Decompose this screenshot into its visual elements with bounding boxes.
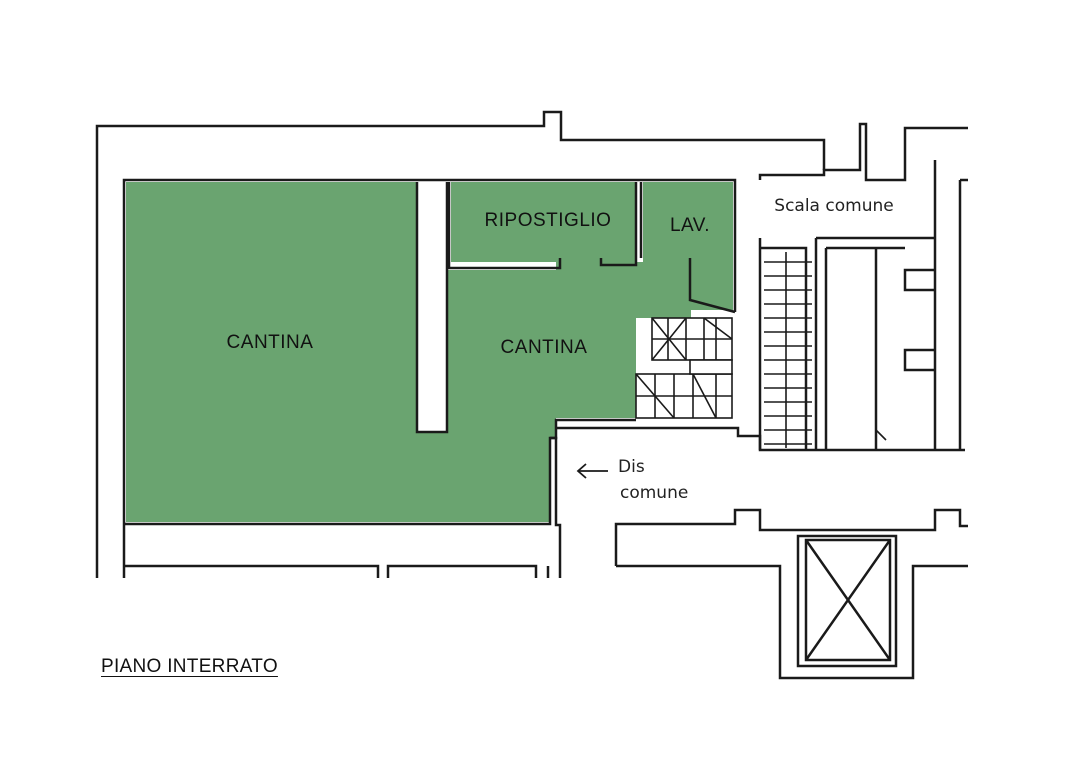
stair-core [758, 236, 935, 450]
internal-stair [635, 317, 733, 419]
cantina-side [636, 262, 691, 318]
inner-wall-top [122, 178, 737, 578]
outer-wall-top [95, 110, 826, 578]
stair-treads [764, 252, 887, 448]
ripostiglio-door-stop [599, 182, 638, 267]
lift-car [804, 538, 892, 662]
stair-well [758, 122, 968, 182]
bottom-strip [124, 564, 550, 578]
floor-title: PIANO INTERRATO [101, 656, 278, 677]
pillar [415, 182, 449, 434]
lav-door [688, 258, 736, 314]
room-label-cantina-main: CANTINA [227, 332, 314, 353]
room-label-lavanderia: LAV. [670, 215, 710, 236]
lower-wall [550, 436, 562, 578]
lift-shaft [796, 534, 898, 668]
label-scala-comune: Scala comune [774, 196, 893, 216]
walls [95, 110, 968, 680]
entrance-arrow [576, 463, 608, 479]
room-label-cantina-second: CANTINA [501, 337, 588, 358]
room-fills [126, 182, 733, 522]
stair-well-notches [903, 268, 935, 372]
room-label-ripostiglio: RIPOSTIGLIO [485, 210, 612, 231]
corridor-bottom [614, 508, 968, 566]
ripostiglio-area [451, 182, 636, 262]
corridor-top [556, 426, 965, 452]
label-comune: comune [620, 483, 688, 503]
stair-rail [760, 246, 808, 450]
cantina-connector [556, 262, 643, 310]
cantina-main-area [126, 182, 636, 522]
ripostiglio-wall [447, 182, 562, 270]
stair-well-right [933, 160, 968, 450]
label-dis: Dis [618, 457, 645, 477]
corridor-bottom-inner [616, 564, 968, 680]
